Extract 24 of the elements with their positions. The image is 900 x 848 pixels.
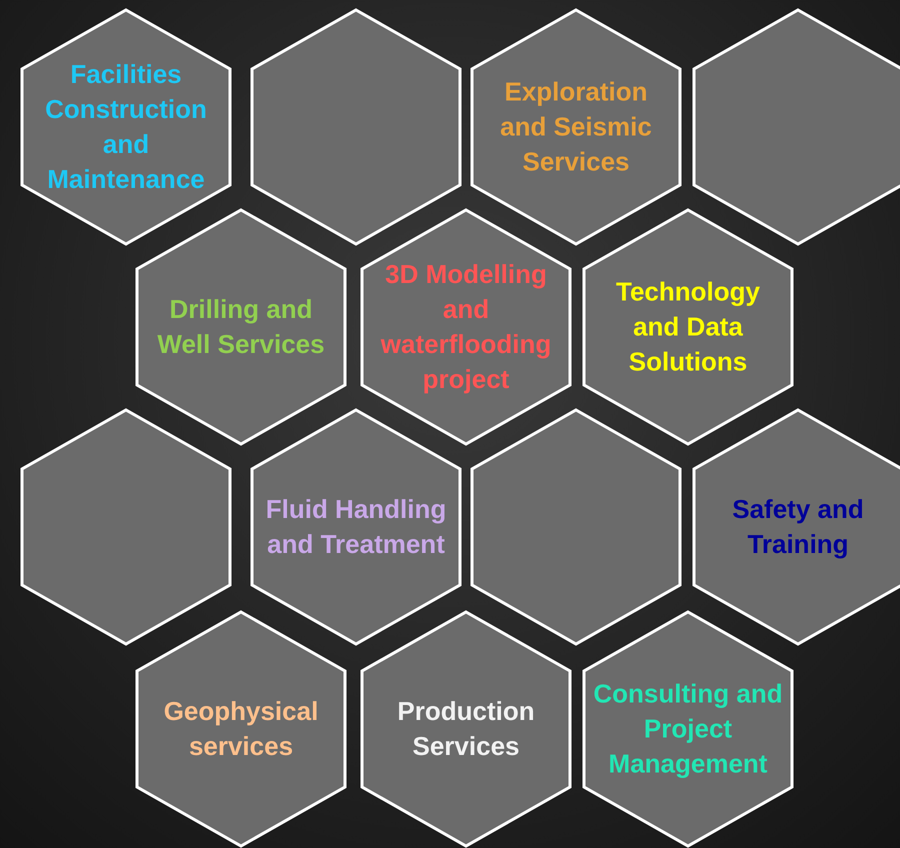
- hexagon-tile: [582, 610, 794, 848]
- hexagon-tile: [692, 8, 900, 246]
- hexagon-tile: [135, 610, 347, 848]
- hexagon-tile: [360, 610, 572, 848]
- hexagon-tile: [582, 208, 794, 446]
- tile-label: Drilling and Well Services: [156, 293, 326, 361]
- hexagon-tile: [250, 8, 462, 246]
- hexagon-tile: [135, 208, 347, 446]
- hexagon-tile: [360, 208, 572, 446]
- hexagon-tile: [20, 408, 232, 646]
- hexagon-tile: [20, 8, 232, 246]
- tile-label: Exploration and Seismic Services: [499, 76, 653, 178]
- tile-label: Safety and Training: [731, 493, 865, 561]
- hexagon-tile: [250, 408, 462, 646]
- hexagon-tile: [692, 408, 900, 646]
- hexagon-tile: [470, 8, 682, 246]
- tile-label: 3D Modelling and waterflooding project: [380, 258, 552, 396]
- tile-label: Facilities Construction and Maintenance: [44, 58, 208, 196]
- tile-label: Geophysical services: [162, 695, 320, 763]
- tile-label: Fluid Handling and Treatment: [264, 493, 448, 561]
- tile-label: Production Services: [396, 695, 536, 763]
- hexagon-tile: [470, 408, 682, 646]
- tile-label: Technology and Data Solutions: [615, 276, 761, 378]
- tile-label: Consulting and Project Management: [592, 678, 784, 780]
